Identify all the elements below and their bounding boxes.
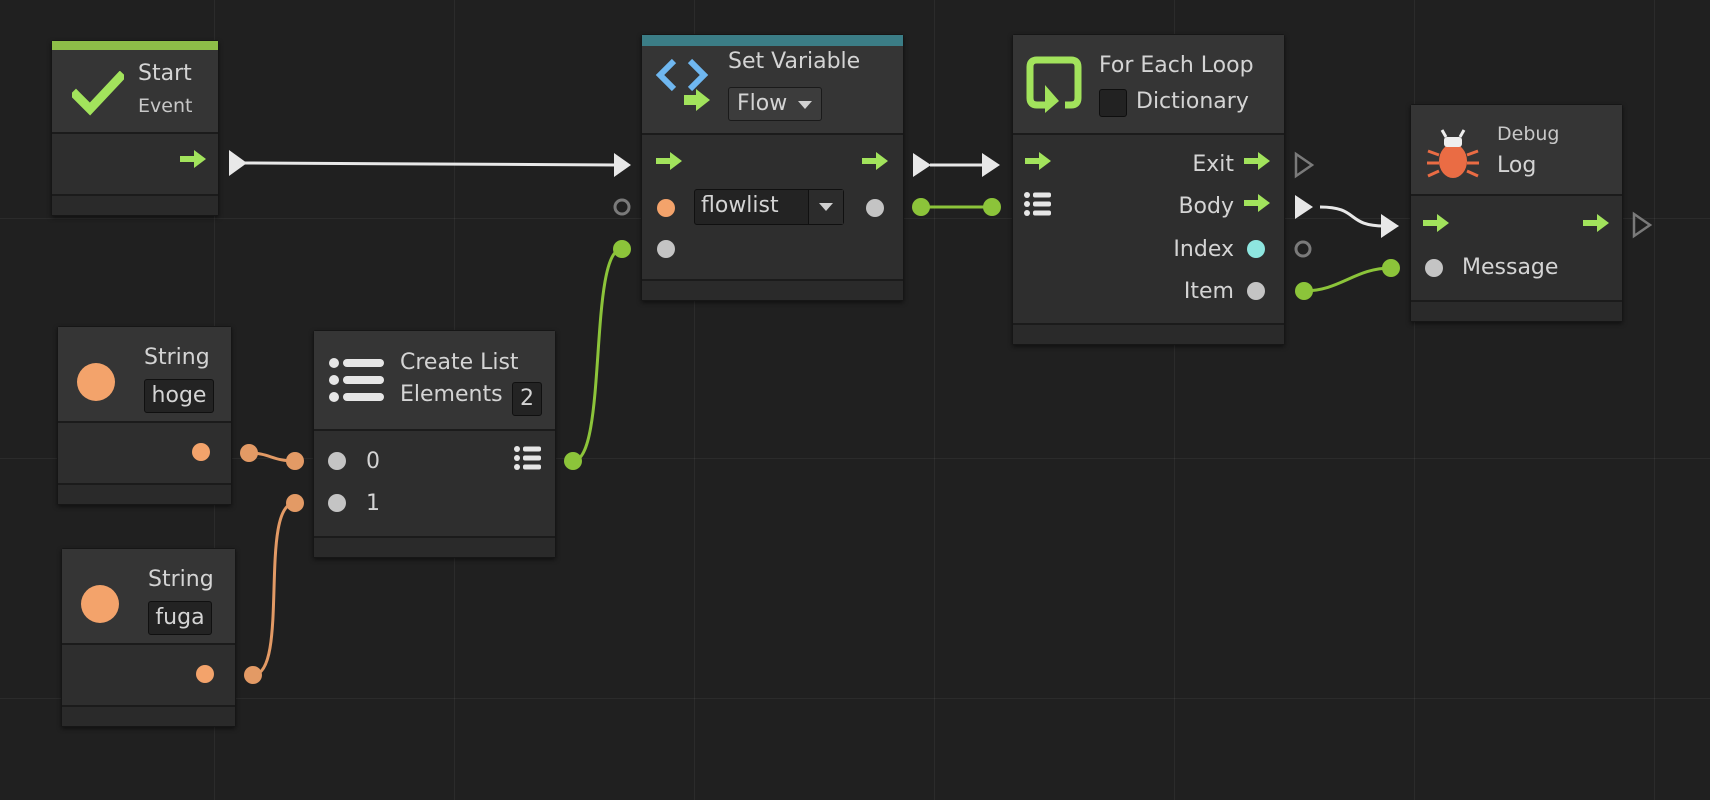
for-each-loop-node[interactable]: For Each Loop Dictionary Exit Body Index…: [1012, 34, 1285, 345]
message-port-dot[interactable]: [1425, 259, 1443, 277]
list-icon: [329, 358, 384, 402]
index-port-dot[interactable]: [1247, 240, 1265, 258]
set-variable-name-input-port[interactable]: [613, 198, 631, 216]
checkmark-icon: [72, 71, 124, 116]
flow-wire-start-to-set[interactable]: [229, 150, 631, 177]
string-literal-node-hoge[interactable]: String hoge: [57, 326, 232, 505]
set-variable-strip: [642, 35, 903, 46]
node-title: Create List: [400, 350, 519, 375]
string-output-port-dot[interactable]: [192, 443, 210, 461]
flow-in-arrow-icon[interactable]: [1023, 150, 1053, 172]
item-wire-loop-to-log[interactable]: [1295, 259, 1400, 300]
name-port-dot[interactable]: [657, 199, 675, 217]
dictionary-checkbox[interactable]: [1099, 89, 1127, 117]
message-port-label: Message: [1462, 255, 1559, 280]
string-type-icon: [77, 363, 115, 401]
flow-out-arrow-icon[interactable]: [178, 148, 208, 170]
node-subtitle: Event: [138, 95, 193, 117]
string-output-port-dot[interactable]: [196, 665, 214, 683]
flow-out-arrow-icon[interactable]: [1581, 212, 1611, 234]
elements-count-field[interactable]: 2: [512, 382, 542, 416]
string-value-field[interactable]: hoge: [144, 379, 214, 413]
value-output-port-dot[interactable]: [866, 199, 884, 217]
flow-wire-set-to-loop[interactable]: [913, 153, 1000, 177]
exit-port-label: Exit: [1192, 152, 1234, 177]
node-subtitle: Debug: [1497, 123, 1560, 145]
node-title: String: [148, 567, 214, 592]
dictionary-option-label: Dictionary: [1136, 89, 1249, 114]
body-arrow-icon[interactable]: [1242, 192, 1272, 214]
list-wire-set-to-loop[interactable]: [912, 198, 1001, 216]
string-value-field[interactable]: fuga: [148, 601, 212, 635]
node-title: Start: [138, 61, 192, 86]
loop-icon: [1026, 56, 1082, 113]
flow-out-arrow-icon[interactable]: [860, 150, 890, 172]
flow-in-arrow-icon[interactable]: [1421, 212, 1451, 234]
chevron-down-icon: [798, 101, 812, 109]
variable-name-dropdown-button[interactable]: [808, 190, 843, 224]
element-0-label: 0: [366, 449, 380, 474]
variable-name-field[interactable]: flowlist: [694, 189, 844, 225]
node-title: Log: [1497, 153, 1537, 178]
node-title: String: [144, 345, 210, 370]
node-title: Set Variable: [728, 49, 861, 74]
variable-name-value: flowlist: [701, 193, 779, 218]
flow-in-arrow-icon[interactable]: [654, 150, 684, 172]
flow-wire-body-to-log[interactable]: [1295, 195, 1399, 238]
set-variable-node[interactable]: Set Variable Flow flowlist: [641, 34, 904, 301]
string-wire-hoge-to-0[interactable]: [240, 444, 304, 470]
bug-icon: [1427, 129, 1479, 178]
exit-output-port[interactable]: [1294, 151, 1315, 179]
variable-kind-dropdown[interactable]: Flow: [728, 87, 822, 121]
element-1-label: 1: [366, 491, 380, 516]
string-literal-node-fuga[interactable]: String fuga: [61, 548, 236, 727]
index-output-port[interactable]: [1294, 240, 1312, 258]
variable-kind-value: Flow: [737, 91, 788, 116]
node-title: For Each Loop: [1099, 53, 1254, 78]
create-list-node[interactable]: Create List Elements 2 0 1: [313, 330, 556, 558]
element-1-port-dot[interactable]: [328, 494, 346, 512]
list-wire-create-to-set[interactable]: [564, 240, 631, 470]
string-wire-fuga-to-1[interactable]: [244, 494, 304, 684]
debug-log-node[interactable]: Debug Log Message: [1410, 104, 1623, 322]
elements-label: Elements: [400, 382, 503, 407]
log-output-port[interactable]: [1632, 211, 1653, 239]
item-port-label: Item: [1183, 279, 1234, 304]
index-port-label: Index: [1173, 237, 1234, 262]
set-variable-icon: [655, 58, 710, 111]
body-port-label: Body: [1178, 194, 1234, 219]
list-output-icon[interactable]: [513, 445, 543, 471]
start-event-node[interactable]: Start Event: [51, 40, 219, 216]
value-input-port-dot[interactable]: [657, 240, 675, 258]
string-type-icon: [81, 585, 119, 623]
event-strip: [52, 41, 218, 50]
chevron-down-icon: [819, 203, 833, 211]
exit-arrow-icon[interactable]: [1242, 150, 1272, 172]
item-port-dot[interactable]: [1247, 282, 1265, 300]
collection-list-icon[interactable]: [1023, 191, 1053, 217]
element-0-port-dot[interactable]: [328, 452, 346, 470]
